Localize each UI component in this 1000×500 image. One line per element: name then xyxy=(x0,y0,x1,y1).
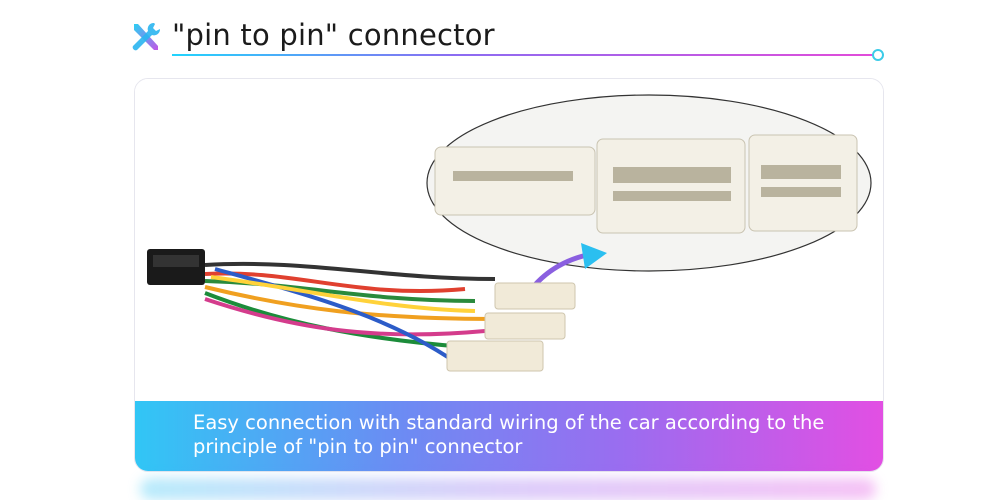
caption-text: Easy connection with standard wiring of … xyxy=(193,411,825,458)
caption-banner: Easy connection with standard wiring of … xyxy=(135,401,883,471)
card-glow xyxy=(140,478,876,500)
tools-icon xyxy=(132,22,161,51)
underline-end-dot xyxy=(872,49,884,61)
page-title: "pin to pin" connector xyxy=(172,18,495,52)
section-header: "pin to pin" connector xyxy=(128,14,888,64)
wiring-harness-photo xyxy=(135,79,883,401)
title-underline xyxy=(172,54,878,56)
product-card: Easy connection with standard wiring of … xyxy=(134,78,884,472)
